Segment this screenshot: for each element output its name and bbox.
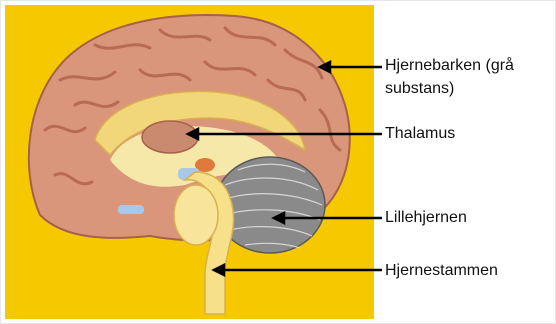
label-cortex-line2: substans) [385, 77, 514, 100]
pons [174, 185, 218, 245]
label-brainstem: Hjernestammen [385, 259, 498, 282]
label-cerebellum: Lillehjernen [385, 206, 467, 229]
label-thalamus: Thalamus [385, 122, 455, 145]
label-cortex: Hjernebarken (grå substans) [385, 54, 514, 100]
label-cortex-line1: Hjernebarken (grå [385, 54, 514, 77]
thalamus [142, 121, 198, 153]
optic-blue [118, 205, 144, 214]
